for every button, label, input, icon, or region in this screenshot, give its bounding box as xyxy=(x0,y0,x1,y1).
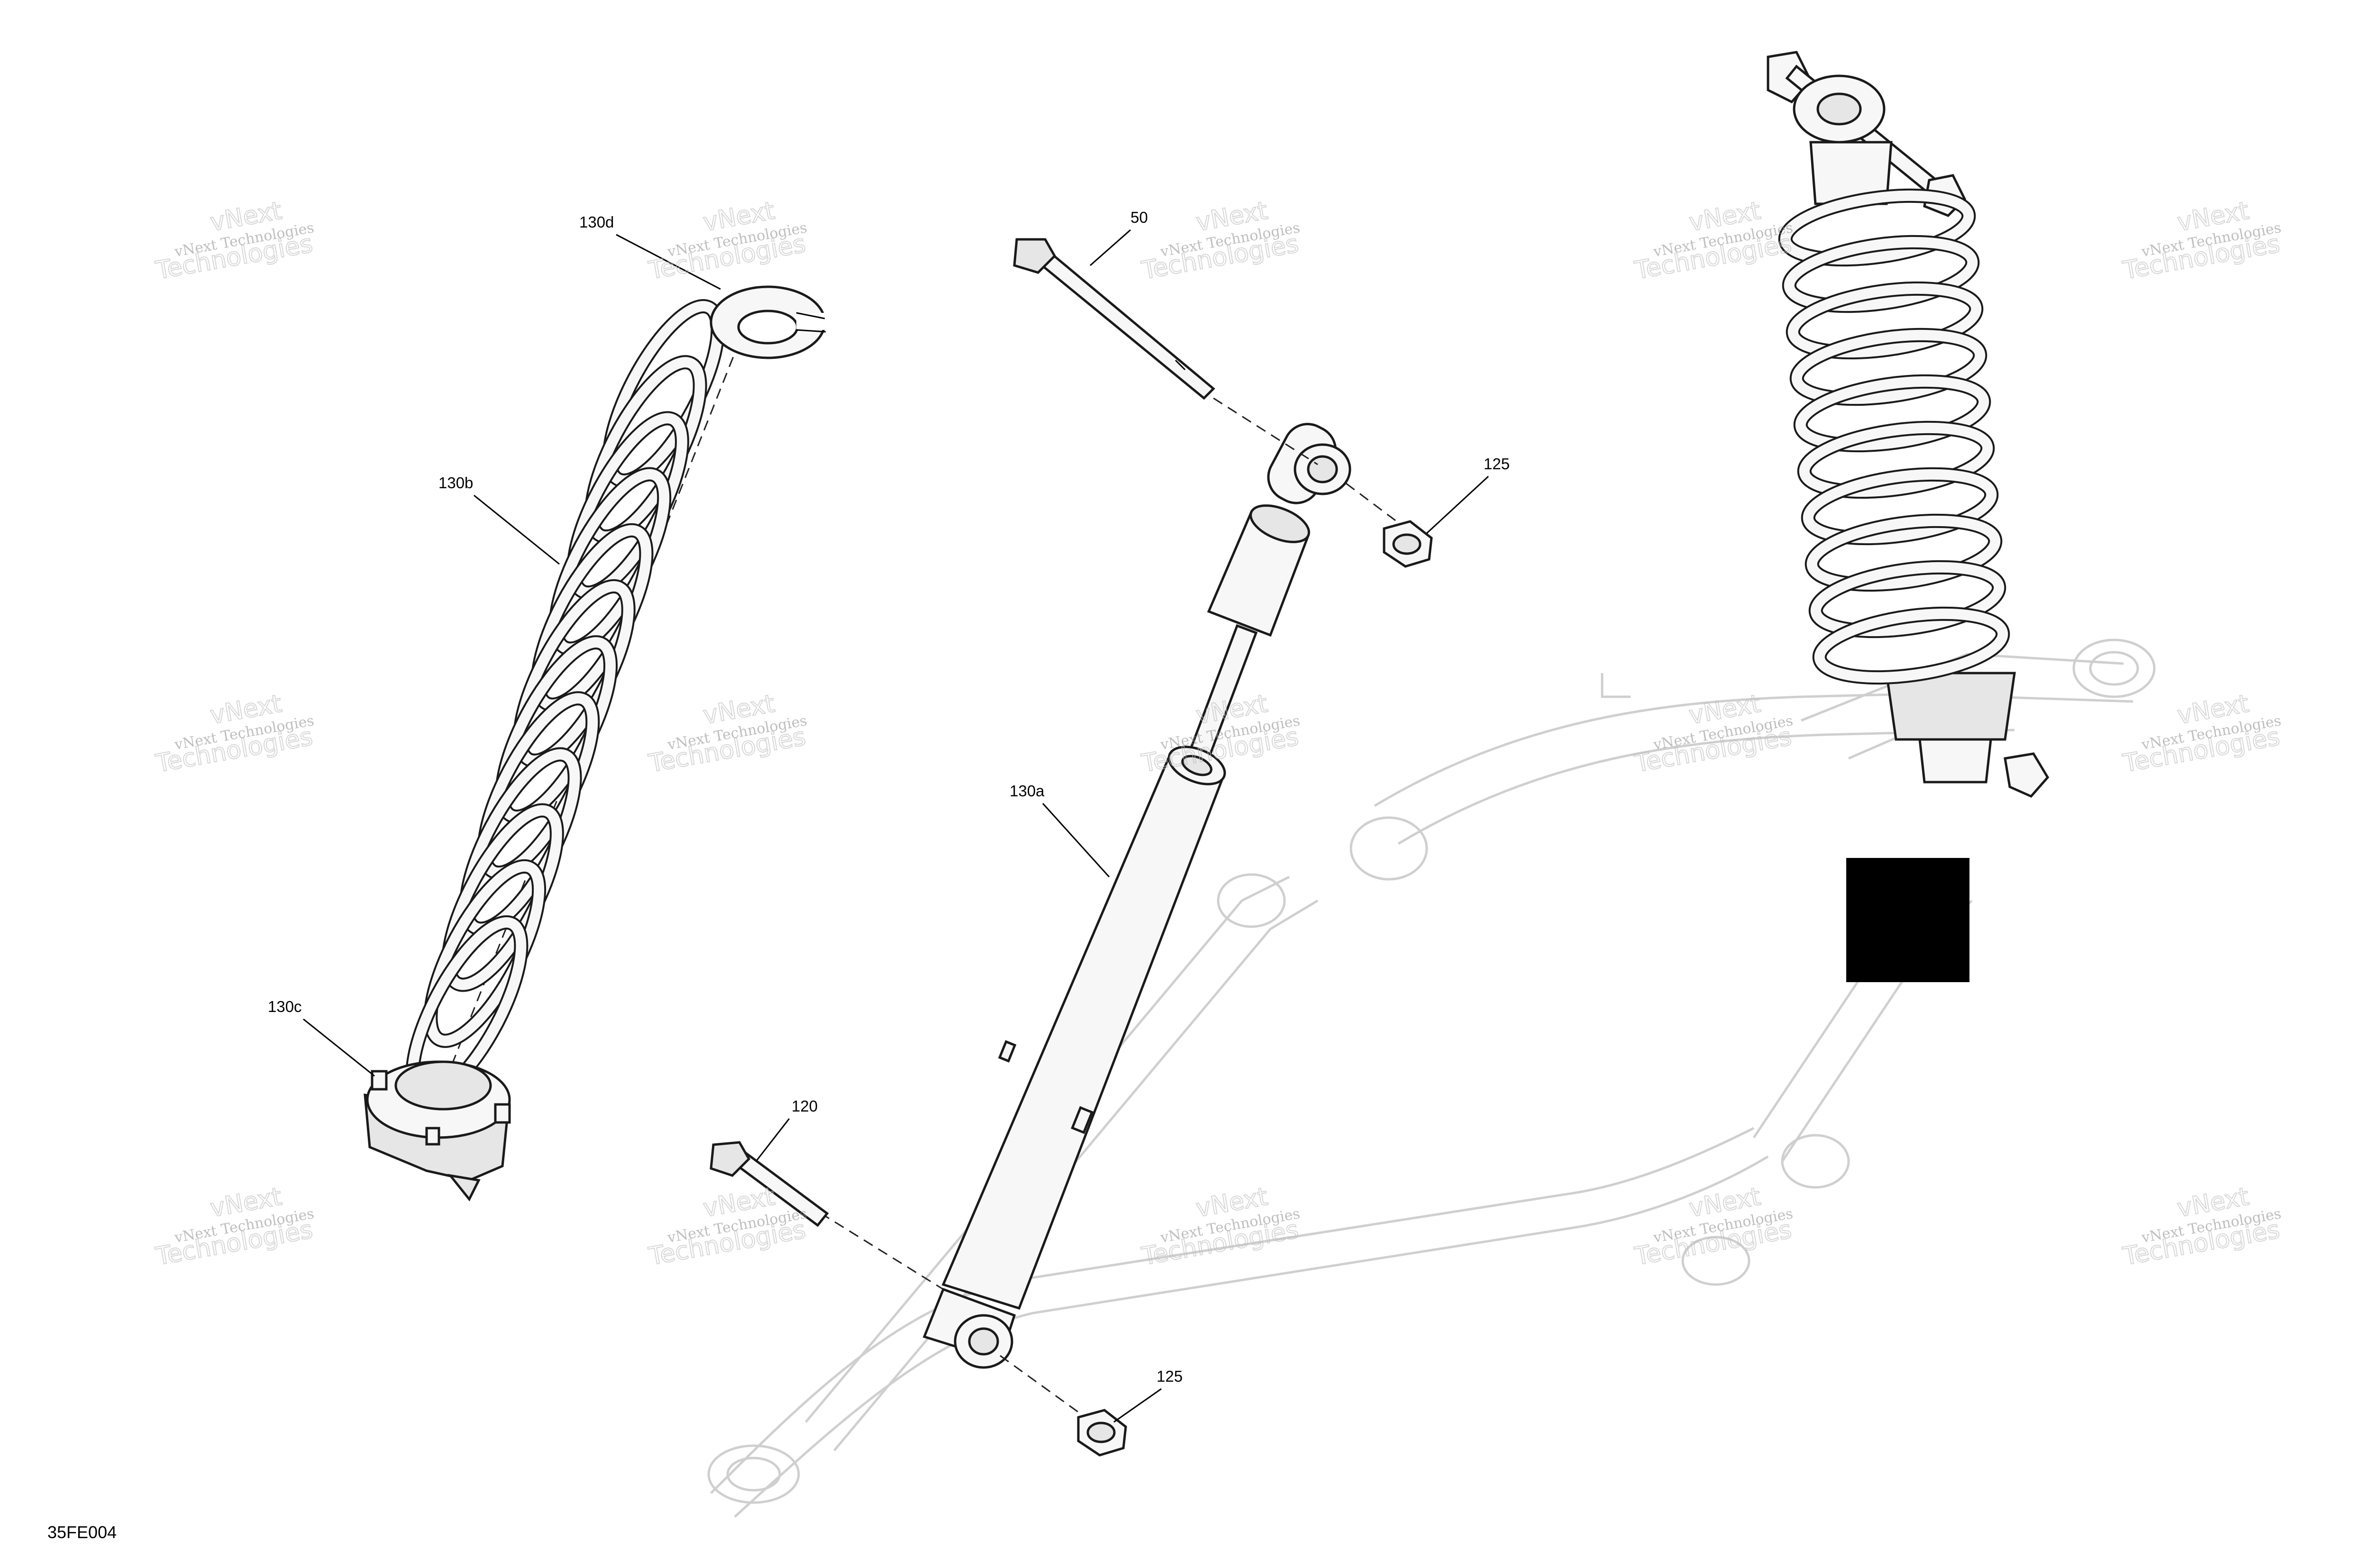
figure-id: 35FE004 xyxy=(47,1522,117,1542)
callout-125-top: 125 xyxy=(1484,455,1510,473)
assembled-shock-absorber xyxy=(1767,51,2050,798)
assembled-coil-fill xyxy=(1780,190,1974,265)
callout-130b: 130b xyxy=(438,474,473,492)
spring-seat-130c xyxy=(364,1060,511,1202)
nut-125-bottom xyxy=(1077,1409,1127,1457)
redaction-box xyxy=(1846,858,1969,982)
assembled-coil-fill xyxy=(1787,283,1982,358)
assembled-coil-fill xyxy=(1784,237,1978,311)
shock-absorber-130a xyxy=(805,397,1404,1418)
assembled-coil-fill xyxy=(1791,329,1986,404)
assembled-coil-fill xyxy=(1795,376,1989,451)
callout-130a: 130a xyxy=(1010,782,1045,800)
assembled-coil-fill xyxy=(1814,608,2008,683)
spring-retainer-130d xyxy=(710,285,830,359)
callout-130d: 130d xyxy=(579,213,614,231)
assembled-coil-fill xyxy=(1803,469,1997,544)
callout-120: 120 xyxy=(792,1097,818,1115)
bolt-50 xyxy=(1013,238,1215,400)
callout-125-bottom: 125 xyxy=(1157,1367,1183,1385)
bolt-120 xyxy=(710,1141,829,1227)
ghost-a-arm xyxy=(707,638,2156,1518)
coil-spring-130b xyxy=(405,299,740,1105)
nut-125-top xyxy=(1383,520,1433,568)
assembled-coil-fill xyxy=(1806,515,2001,590)
callouts: 130d 130b 130c 130a 50 125 125 120 xyxy=(268,209,1510,1423)
callout-130c: 130c xyxy=(268,998,302,1015)
callout-50: 50 xyxy=(1130,209,1148,226)
spring-coil-fill xyxy=(425,861,545,1046)
assembled-coil-fill xyxy=(1799,422,1993,497)
assembled-coil-fill xyxy=(1810,562,2005,637)
